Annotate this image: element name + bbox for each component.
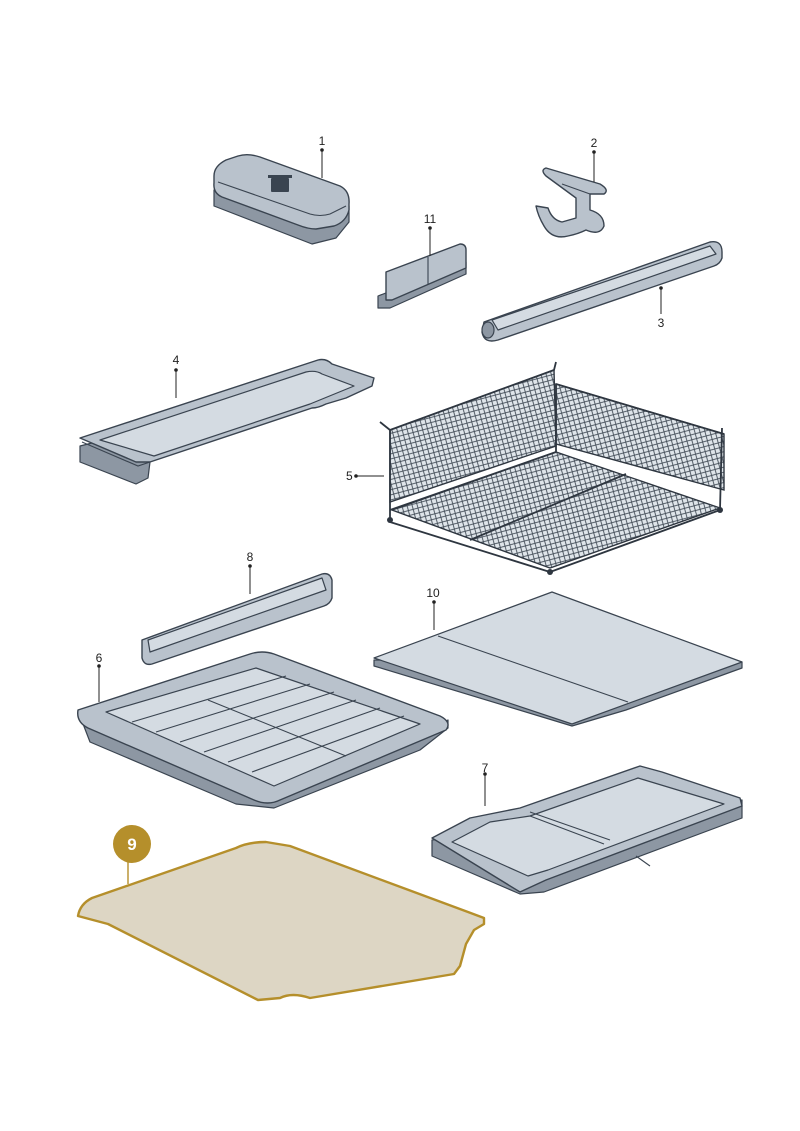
callout-7: 7	[482, 761, 489, 806]
part-2-bag-hook	[535, 167, 607, 238]
callout-10-label: 10	[426, 586, 440, 600]
part-3-roller-bar	[481, 241, 723, 342]
callout-1: 1	[319, 134, 326, 178]
callout-8-label: 8	[247, 550, 254, 564]
part-11-partition-panel	[377, 243, 467, 309]
part-5-cargo-net	[379, 361, 725, 575]
callout-9-label: 9	[127, 835, 136, 854]
callout-3-label: 3	[658, 316, 665, 330]
part-7-compartment-tray	[431, 765, 743, 895]
part-9-trunk-mat	[76, 840, 486, 1002]
callout-2: 2	[591, 136, 598, 182]
part-8-trim-strip	[141, 572, 333, 666]
trash-bin-icon	[268, 175, 292, 192]
callout-6-label: 6	[96, 651, 103, 665]
callout-9-badge: 9	[113, 825, 151, 863]
callout-5-label: 5	[346, 469, 353, 483]
callout-7-label: 7	[482, 761, 489, 775]
part-10-load-floor-panel	[373, 591, 743, 727]
callout-11-label: 11	[424, 212, 437, 226]
callout-4: 4	[173, 353, 180, 398]
part-6-trunk-tray	[77, 651, 449, 809]
part-1-storage-box	[213, 154, 350, 245]
callout-8: 8	[247, 550, 254, 594]
callout-6: 6	[96, 651, 103, 702]
callout-4-label: 4	[173, 353, 180, 367]
callout-5: 5	[346, 469, 384, 483]
callout-10: 10	[426, 586, 440, 630]
callout-2-label: 2	[591, 136, 598, 150]
callout-9: 9	[113, 825, 151, 884]
callout-1-label: 1	[319, 134, 326, 148]
callout-3: 3	[658, 286, 665, 330]
callout-11: 11	[424, 212, 437, 256]
part-4-long-tray	[79, 358, 375, 485]
